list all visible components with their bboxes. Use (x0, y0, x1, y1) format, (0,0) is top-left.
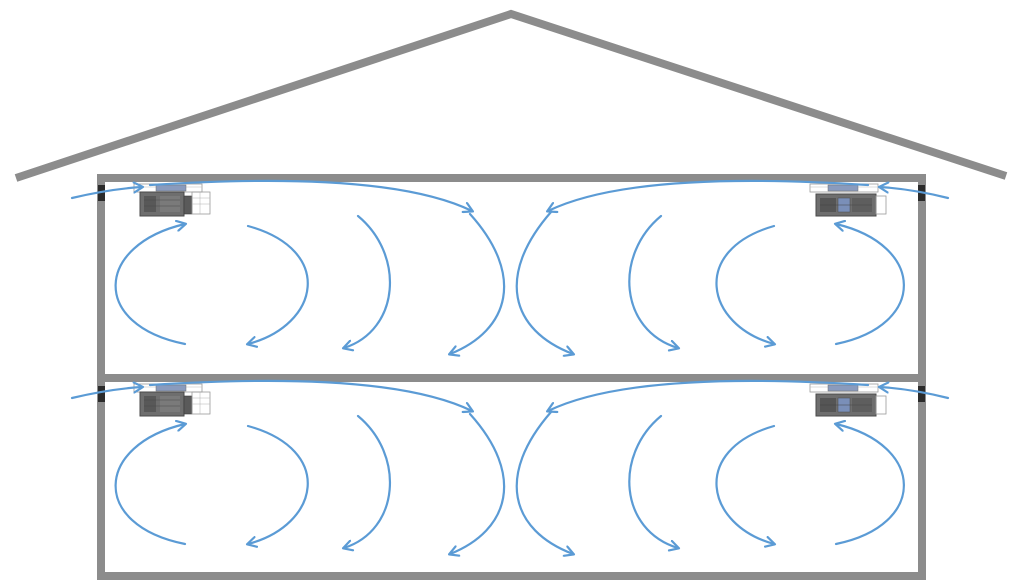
airflow-arrow (450, 212, 506, 354)
wall-vents (98, 185, 925, 402)
airflow-arrow (515, 210, 573, 354)
airflow-arrow (114, 424, 185, 546)
airflow-arrow (70, 187, 142, 200)
airflow-arrow (148, 179, 472, 211)
ventilation-unit-icon (809, 383, 887, 417)
airflow-arrow (628, 214, 678, 348)
airflow-arrow (248, 424, 309, 544)
roof-outline (14, 9, 1008, 182)
airflow-arrow (836, 224, 905, 346)
airflow-arrow (548, 179, 870, 211)
airflow-arrow (515, 410, 573, 554)
airflow-arrow (715, 224, 774, 344)
airflow-arrow (880, 187, 950, 200)
airflow-upper-floor (70, 179, 950, 354)
wall-vent-icon (98, 386, 105, 402)
airflow-arrow (344, 414, 391, 548)
airflow-arrow (715, 424, 774, 544)
airflow-arrow (148, 379, 472, 411)
house-structure (97, 174, 926, 580)
ventilation-unit-icon (809, 183, 887, 217)
airflow-arrow (880, 387, 950, 400)
airflow-arrow (450, 412, 506, 554)
airflow-lower-floor (70, 379, 950, 554)
airflow-arrow (836, 424, 905, 546)
ventilation-unit-icon (133, 383, 211, 417)
airflow-arrow (114, 224, 185, 346)
airflow-arrow (344, 214, 391, 348)
airflow-arrow (248, 224, 309, 344)
airflow-arrow (548, 379, 870, 411)
airflow-arrow (628, 414, 678, 548)
ventilation-unit-icon (133, 183, 211, 217)
wall-vent-icon (918, 386, 925, 402)
airflow-arrow (70, 387, 142, 400)
